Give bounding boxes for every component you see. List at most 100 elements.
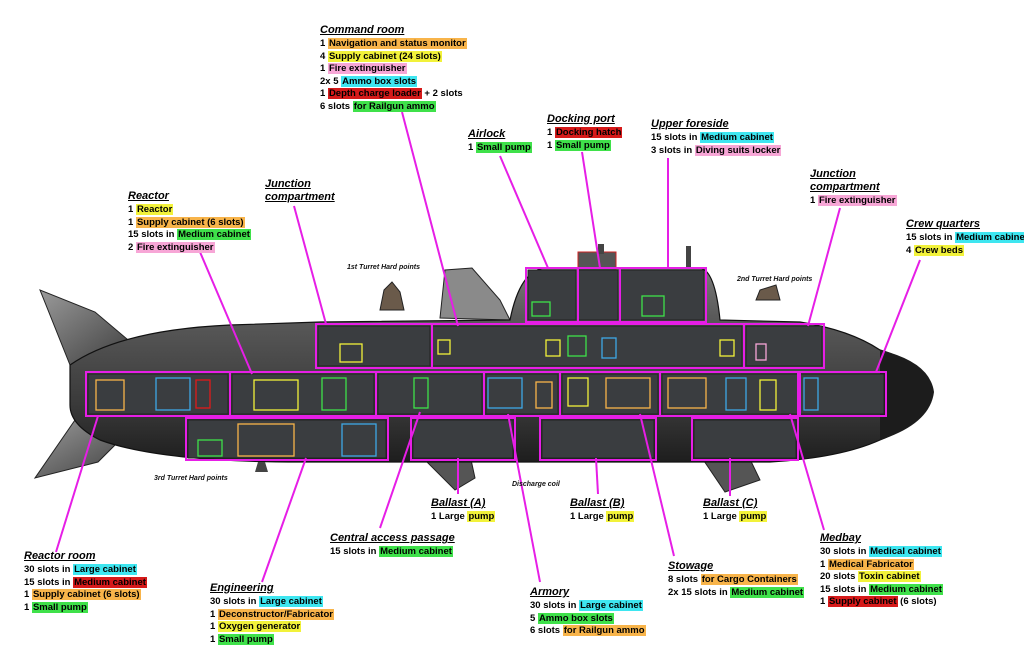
item-count: 2x 5 (320, 75, 342, 87)
turret-2-label: 2nd Turret Hard points (737, 276, 813, 283)
room-item: 1 Supply cabinet (6 slots) (24, 589, 147, 602)
item-count: 6 slots (320, 100, 353, 112)
item-count: 1 (24, 589, 32, 601)
room-title: Ballast (C) (703, 497, 758, 509)
room-item: 6 slots for Railgun ammo (320, 100, 467, 114)
item-name-highlight: Small pump (554, 139, 611, 151)
room-item: 1 Supply cabinet (6 slots) (128, 216, 251, 230)
item-name-highlight: Reactor (135, 204, 174, 215)
item-name-highlight: Ammo box slots (537, 612, 614, 624)
room-title-line: Junction (265, 178, 311, 190)
item-count: 1 (210, 608, 218, 620)
room-item: 4 Supply cabinet (24 slots) (320, 50, 467, 64)
room-title: Medbay (820, 532, 861, 544)
equipment-highlights (95, 295, 819, 457)
item-name-highlight: Medium cabinet (730, 586, 805, 598)
room-item: 30 slots in Large cabinet (24, 564, 147, 577)
room-item: 1 Small pump (210, 633, 334, 647)
item-count: 15 slots in (128, 229, 178, 241)
room-title: Ballast (B) (570, 497, 625, 509)
item-count: 30 slots in (210, 596, 260, 607)
room-title: Reactor room (24, 550, 96, 562)
room-title: Central access passage (330, 532, 455, 544)
item-count: 4 (906, 244, 914, 256)
item-count: 1 (820, 558, 828, 570)
label-ballast-a: Ballast (A)1 Large pump (431, 497, 496, 524)
room-item: 1 Large pump (703, 511, 768, 524)
item-count: 8 slots (668, 574, 701, 585)
item-name-highlight: pump (606, 511, 635, 522)
item-count: 15 slots in (820, 583, 870, 595)
item-name-highlight: Medium cabinet (700, 132, 774, 143)
item-name-highlight: Fire extinguisher (135, 241, 215, 253)
room-item: 3 slots in Diving suits locker (651, 144, 782, 158)
item-name-highlight: pump (739, 511, 768, 522)
item-count: 1 Large (431, 511, 468, 522)
room-item: 1 Deconstructor/Fabricator (210, 608, 334, 622)
room-title-line: Junction (810, 168, 856, 180)
item-count: 1 (128, 216, 136, 228)
room-item: 1 Fire extinguisher (810, 195, 897, 208)
item-suffix: (6 slots) (897, 596, 937, 608)
item-count: 1 (547, 139, 555, 151)
room-item: 1 Fire extinguisher (320, 63, 467, 76)
item-name-highlight: Medium cabinet (73, 576, 147, 588)
item-name-highlight: for Railgun ammo (352, 100, 436, 112)
item-name-highlight: Fire extinguisher (817, 195, 897, 206)
room-title-line: compartment (810, 181, 880, 193)
item-name-highlight: Large cabinet (259, 596, 323, 607)
item-name-highlight: Medium cabinet (955, 232, 1024, 243)
room-item: 1 Small pump (547, 139, 622, 153)
room-item: 1 Docking hatch (547, 127, 623, 140)
room-item: 1 Navigation and status monitor (320, 38, 467, 51)
item-name-highlight: Supply cabinet (827, 596, 898, 608)
item-name-highlight: Small pump (475, 142, 532, 153)
item-count: 2x 15 slots in (668, 586, 731, 598)
discharge-coil-label: Discharge coil (512, 481, 560, 488)
room-item: 2x 15 slots in Medium cabinet (668, 586, 805, 600)
item-name-highlight: Medium cabinet (379, 546, 453, 557)
room-item: 20 slots Toxin cabinet (820, 571, 943, 584)
item-count: 5 (530, 612, 538, 624)
item-count: 1 (547, 127, 555, 138)
room-title: Crew quarters (906, 218, 980, 230)
item-name-highlight: Medical cabinet (869, 546, 942, 557)
item-name-highlight: Navigation and status monitor (327, 38, 467, 49)
turret-1-label: 1st Turret Hard points (347, 264, 420, 271)
item-count: 20 slots (820, 571, 859, 583)
room-title: Upper foreside (651, 118, 729, 130)
item-name-highlight: Supply cabinet (6 slots) (135, 216, 245, 228)
item-name-highlight: Supply cabinet (6 slots) (31, 589, 141, 601)
room-item: 1 Large pump (431, 511, 496, 524)
item-name-highlight: Small pump (217, 633, 274, 645)
item-count: 15 slots in (24, 576, 74, 588)
room-item: 4 Crew beds (906, 244, 1024, 258)
item-count: 1 (468, 142, 476, 153)
room-item: 15 slots in Medium cabinet (906, 232, 1024, 245)
room-item: 2x 5 Ammo box slots (320, 75, 467, 89)
room-title-line: compartment (265, 191, 335, 203)
room-item: 30 slots in Large cabinet (210, 596, 334, 609)
turret-3-label: 3rd Turret Hard points (154, 475, 228, 482)
item-name-highlight: Small pump (31, 601, 88, 613)
room-item: 30 slots in Large cabinet (530, 600, 646, 613)
item-name-highlight: Ammo box slots (341, 75, 418, 87)
item-count: 1 (128, 204, 136, 215)
room-item: 1 Supply cabinet (6 slots) (820, 596, 943, 609)
item-count: 30 slots in (24, 564, 74, 575)
room-item: 15 slots in Medium cabinet (128, 229, 251, 242)
item-name-highlight: Medical Fabricator (827, 558, 914, 570)
item-count: 1 (820, 596, 828, 608)
item-count: 1 Large (703, 511, 740, 522)
item-name-highlight: Docking hatch (554, 127, 623, 138)
room-item: 1 Large pump (570, 511, 635, 524)
room-item: 30 slots in Medical cabinet (820, 546, 943, 559)
item-count: 1 (810, 195, 818, 206)
